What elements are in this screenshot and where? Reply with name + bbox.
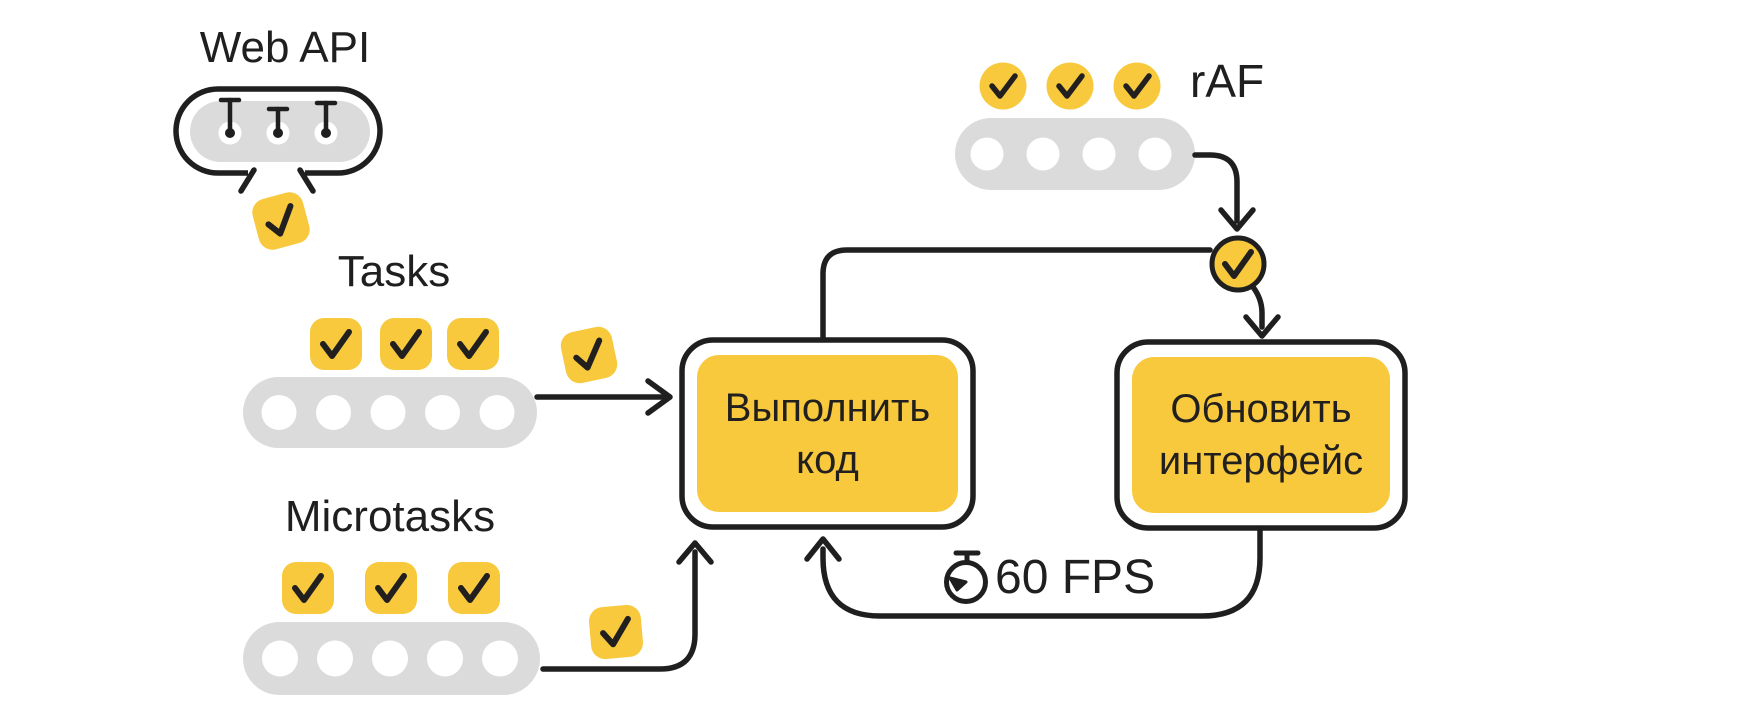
check-badge-icon <box>588 604 644 660</box>
arrow-raf-to-check <box>1192 152 1256 232</box>
check-badge-icon <box>447 318 499 370</box>
arrow-execute-to-check <box>820 247 1213 341</box>
queue-slot <box>479 395 515 430</box>
check-badge-icon <box>365 562 417 614</box>
execute-code-label: Выполнить код <box>724 385 931 482</box>
queue-slot <box>372 640 408 677</box>
web-api-label: Web API <box>199 23 371 72</box>
check-badge-icon <box>1113 62 1161 110</box>
execute-code-node <box>679 337 976 530</box>
raf-check-node <box>1209 235 1267 293</box>
arrow-tasks-to-execute <box>534 378 673 416</box>
tasks-queue <box>243 377 537 448</box>
queue-slot <box>482 640 518 677</box>
checkmark-icon <box>1222 249 1254 279</box>
raf-label: rAF <box>1190 55 1265 107</box>
queue-slot <box>316 395 351 430</box>
bubble-notch-gap <box>248 164 305 179</box>
queue-slot <box>370 395 406 430</box>
queue-slot <box>970 137 1004 171</box>
microtasks-queue <box>243 622 540 695</box>
microtasks-completed-badges <box>282 562 500 614</box>
check-badge-icon <box>979 62 1027 110</box>
queue-slot <box>262 640 298 677</box>
queue-slot <box>261 395 297 430</box>
bubble-notch-flare <box>297 167 316 194</box>
web-api-bubble <box>173 86 383 194</box>
stopwatch-icon <box>944 550 988 604</box>
queue-slot <box>425 395 460 430</box>
check-badge-icon <box>282 562 334 614</box>
timer-pin-icon <box>218 97 242 145</box>
queue-slot <box>1026 137 1060 171</box>
timer-pin-icon <box>266 106 290 145</box>
check-badge-icon <box>448 562 500 614</box>
check-badge-icon <box>560 326 618 384</box>
check-badge-icon <box>310 318 362 370</box>
arrow-check-to-update <box>1243 284 1281 339</box>
queue-slot <box>427 640 463 677</box>
tasks-completed-badges <box>310 318 499 370</box>
raf-completed-badges <box>979 62 1161 110</box>
queue-slot <box>1082 137 1116 171</box>
arrow-microtasks-to-execute <box>540 540 714 672</box>
queue-slot <box>1138 137 1172 171</box>
microtasks-label: Microtasks <box>284 492 496 541</box>
queue-slot <box>317 640 353 677</box>
check-badge-icon <box>380 318 432 370</box>
timer-pin-icon <box>314 100 338 145</box>
update-ui-label: Обновить интерфейс <box>1158 387 1364 483</box>
check-badge-icon <box>1046 62 1094 110</box>
fps-label: 60 FPS <box>995 551 1156 604</box>
raf-queue <box>955 118 1195 190</box>
check-badge-icon <box>252 192 310 250</box>
arrow-update-to-execute-loop <box>804 527 1263 619</box>
tasks-label: Tasks <box>337 247 451 296</box>
update-ui-node <box>1114 339 1408 531</box>
bubble-notch-flare <box>238 167 257 194</box>
